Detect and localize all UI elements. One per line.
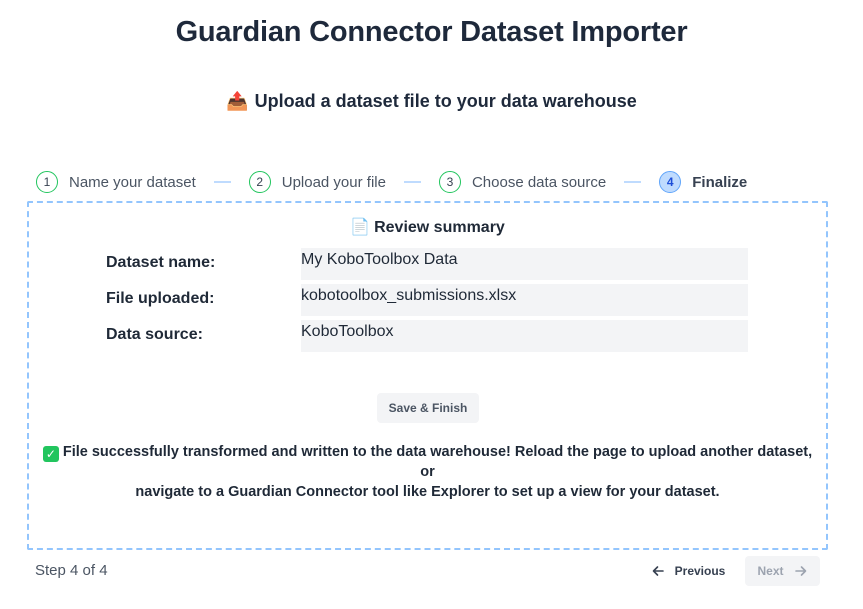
- step-upload-file[interactable]: 2 Upload your file: [248, 171, 386, 193]
- step-2-number: 2: [248, 171, 271, 193]
- summary-value: My KoboToolbox Data: [301, 248, 748, 280]
- page-facing-up-icon: 📄: [350, 219, 371, 236]
- summary-row-dataset-name: Dataset name: My KoboToolbox Data: [106, 248, 751, 280]
- stepper: 1 Name your dataset 2 Upload your file 3…: [36, 170, 747, 194]
- summary-row-data-source: Data source: KoboToolbox: [106, 320, 751, 352]
- step-separator: [403, 181, 421, 183]
- success-message: ✓File successfully transformed and writt…: [37, 442, 818, 502]
- arrow-left-icon: [652, 566, 664, 576]
- step-separator: [213, 181, 231, 183]
- review-heading-text: Review summary: [374, 219, 505, 236]
- summary-value-text: KoboToolbox: [301, 323, 394, 340]
- step-finalize[interactable]: 4 Finalize: [659, 171, 747, 193]
- save-finish-button[interactable]: Save & Finish: [377, 393, 479, 423]
- previous-button[interactable]: Previous: [642, 556, 734, 586]
- summary-value-text: kobotoolbox_submissions.xlsx: [301, 287, 517, 304]
- subtitle-text: Upload a dataset file to your data wareh…: [254, 91, 637, 111]
- step-3-label: Choose data source: [471, 173, 607, 191]
- step-4-label: Finalize: [692, 173, 748, 191]
- summary-label: Data source:: [106, 326, 203, 343]
- step-indicator: Step 4 of 4: [35, 562, 108, 579]
- review-panel: 📄Review summary Dataset name: My KoboToo…: [27, 201, 828, 550]
- summary-row-file-uploaded: File uploaded: kobotoolbox_submissions.x…: [106, 284, 751, 316]
- step-choose-source[interactable]: 3 Choose data source: [438, 171, 607, 193]
- step-2-label: Upload your file: [281, 173, 386, 191]
- next-button[interactable]: Next: [745, 556, 820, 586]
- success-text-line-2: navigate to a Guardian Connector tool li…: [135, 484, 720, 500]
- step-4-number: 4: [659, 171, 682, 193]
- step-3-number: 3: [438, 171, 461, 193]
- next-label: Next: [757, 564, 784, 578]
- page-title: Guardian Connector Dataset Importer: [175, 16, 688, 48]
- page-subtitle: 📤Upload a dataset file to your data ware…: [0, 91, 863, 112]
- step-name-dataset[interactable]: 1 Name your dataset: [36, 171, 196, 193]
- step-1-number: 1: [36, 171, 58, 193]
- previous-label: Previous: [674, 564, 726, 578]
- summary-value-text: My KoboToolbox Data: [301, 251, 458, 268]
- summary-label: File uploaded:: [106, 290, 215, 307]
- summary-label: Dataset name:: [106, 254, 216, 271]
- check-mark-icon: ✓: [42, 446, 59, 462]
- summary-value: kobotoolbox_submissions.xlsx: [301, 284, 748, 316]
- review-heading: 📄Review summary: [29, 217, 826, 237]
- outbox-tray-icon: 📤: [226, 91, 249, 111]
- arrow-right-icon: [794, 566, 806, 576]
- step-separator: [624, 181, 642, 183]
- summary-value: KoboToolbox: [301, 320, 748, 352]
- step-1-label: Name your dataset: [69, 173, 196, 191]
- success-text-line-1: File successfully transformed and writte…: [62, 444, 813, 480]
